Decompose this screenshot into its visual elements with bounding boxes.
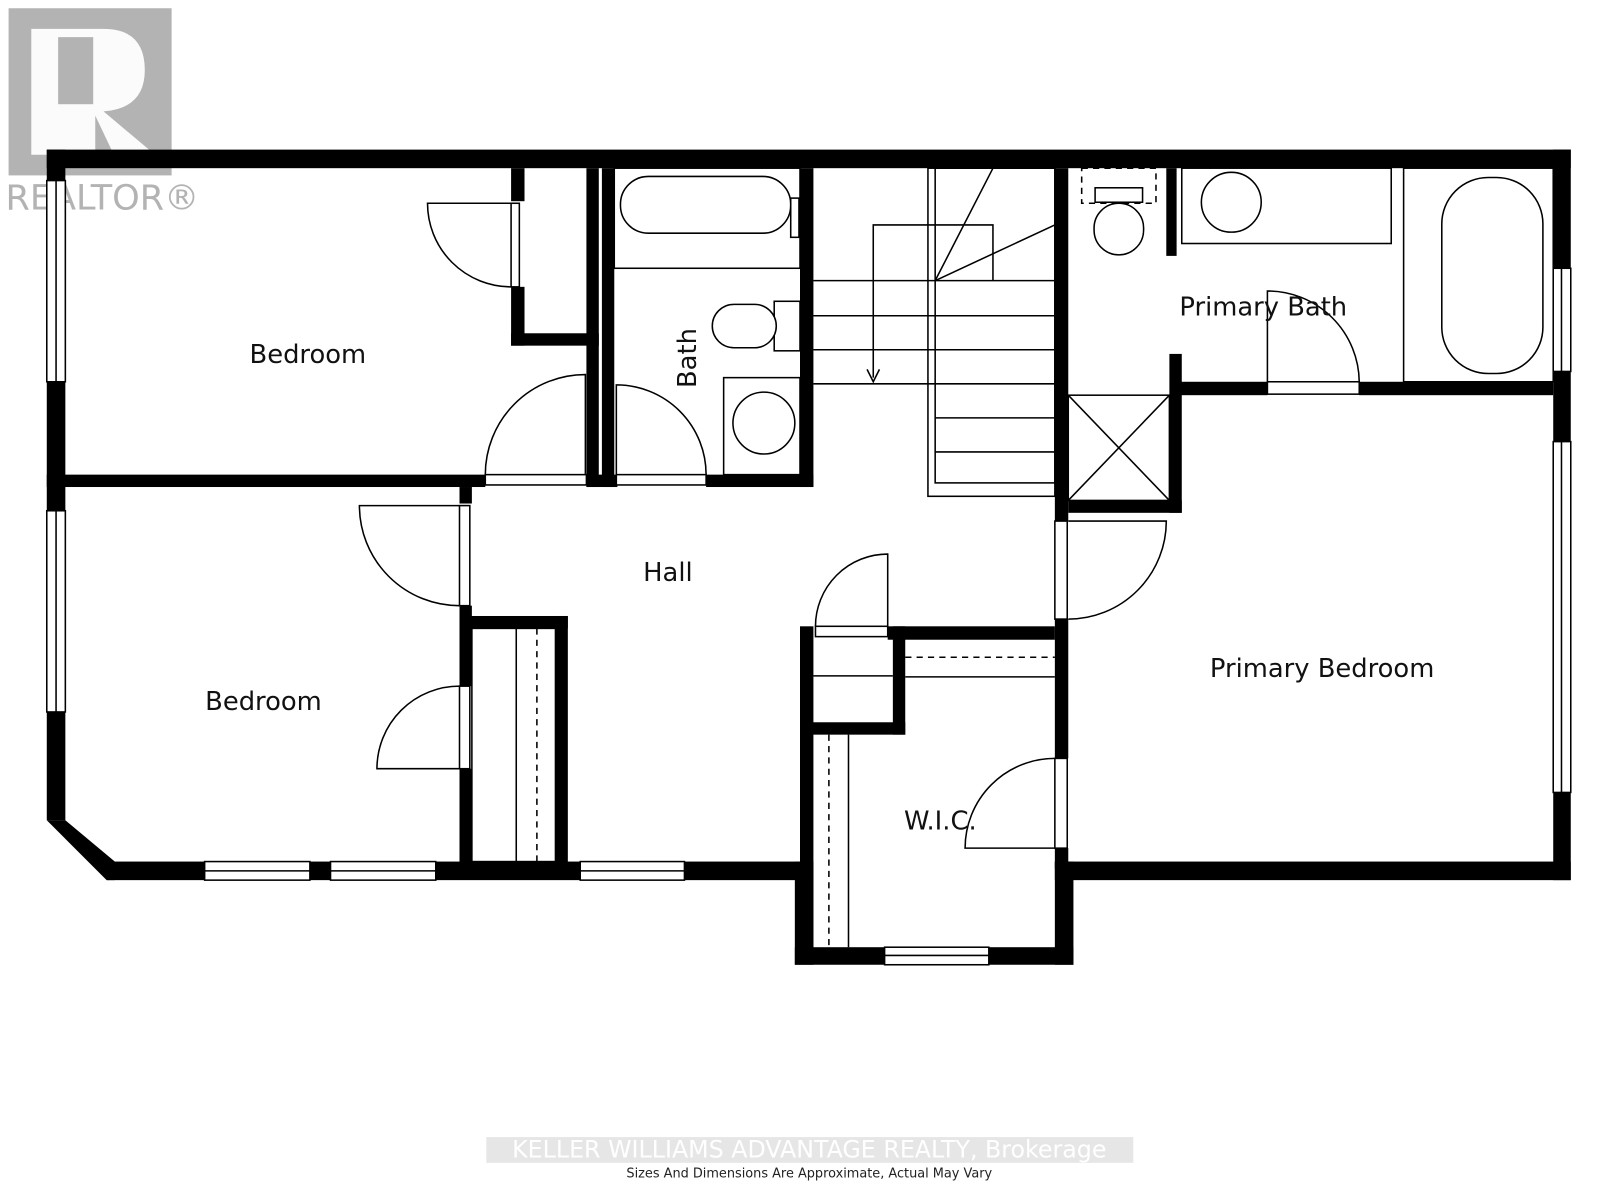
realtor-logo: REALTOR® <box>6 8 200 218</box>
brokerage-banner <box>486 1137 1134 1163</box>
disclaimer-text: Sizes And Dimensions Are Approximate, Ac… <box>626 1166 992 1181</box>
room-label-primary-bath: Primary Bath <box>1179 293 1347 323</box>
walls <box>46 149 1571 965</box>
windows <box>46 179 1572 966</box>
room-label-bedroom-1: Bedroom <box>250 340 367 370</box>
room-label-bath: Bath <box>673 328 703 388</box>
room-label-wic: W.I.C. <box>904 807 977 837</box>
fixtures <box>471 167 1554 948</box>
doors <box>358 202 1361 849</box>
room-label-hall: Hall <box>643 558 693 588</box>
logo-text: REALTOR® <box>6 177 200 218</box>
room-label-primary-bedroom: Primary Bedroom <box>1210 654 1434 684</box>
room-label-bedroom-2: Bedroom <box>205 687 322 717</box>
brokerage-text: KELLER WILLIAMS ADVANTAGE REALTY, Broker… <box>512 1136 1106 1164</box>
